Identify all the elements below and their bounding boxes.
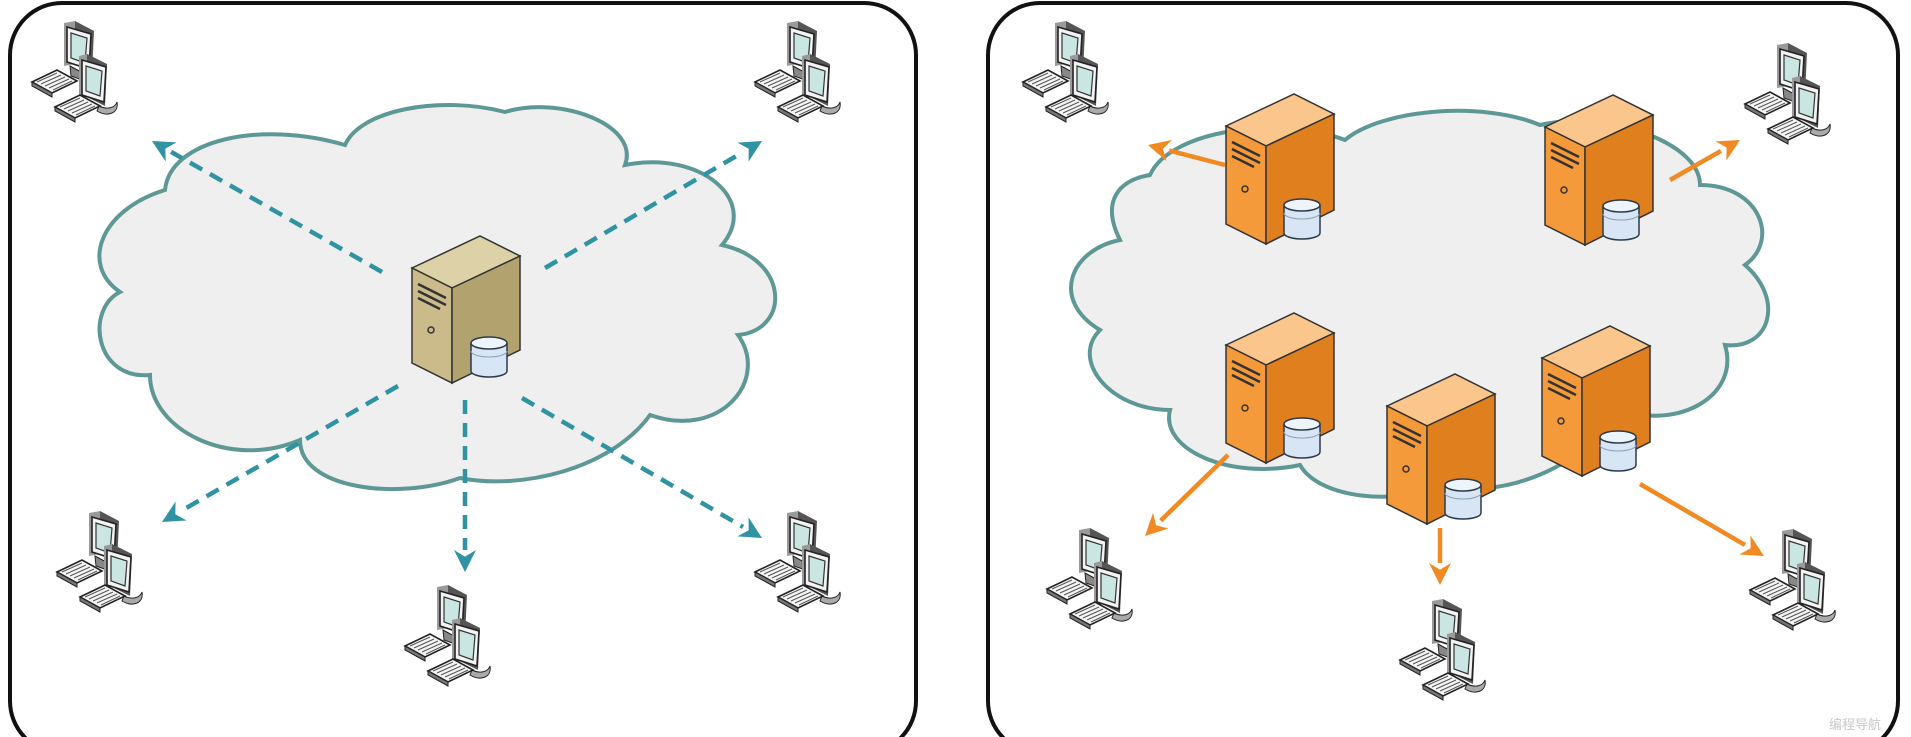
data-flow-arrow <box>1668 140 1740 182</box>
data-flow-arrow <box>543 141 762 270</box>
watermark-text: 编程导航 <box>1828 718 1881 733</box>
data-flow-arrow <box>520 396 762 538</box>
data-flow-arrow <box>454 400 476 572</box>
database-cylinder-icon <box>1599 430 1637 472</box>
server-tower-icon <box>1385 373 1497 526</box>
server-tower-icon <box>1543 94 1655 247</box>
data-flow-arrow <box>1148 139 1226 168</box>
database-cylinder-icon <box>1283 417 1321 459</box>
server-tower-icon <box>1540 325 1652 478</box>
data-flow-arrow <box>152 141 384 274</box>
database-cylinder-icon <box>1283 198 1321 240</box>
central-server-icon <box>410 235 522 385</box>
database-cylinder-icon <box>470 336 508 378</box>
data-flow-arrow <box>162 384 400 522</box>
data-flow-arrow <box>1638 482 1764 556</box>
data-flow-arrow <box>1429 528 1451 585</box>
data-flow-arrow <box>1145 453 1230 536</box>
data-flow-arrows <box>1145 139 1764 585</box>
database-cylinder-icon <box>1444 478 1482 520</box>
server-tower-icon <box>1224 93 1336 246</box>
database-cylinder-icon <box>1602 199 1640 241</box>
data-flow-arrows <box>152 141 762 572</box>
server-tower-icon <box>1224 312 1336 465</box>
